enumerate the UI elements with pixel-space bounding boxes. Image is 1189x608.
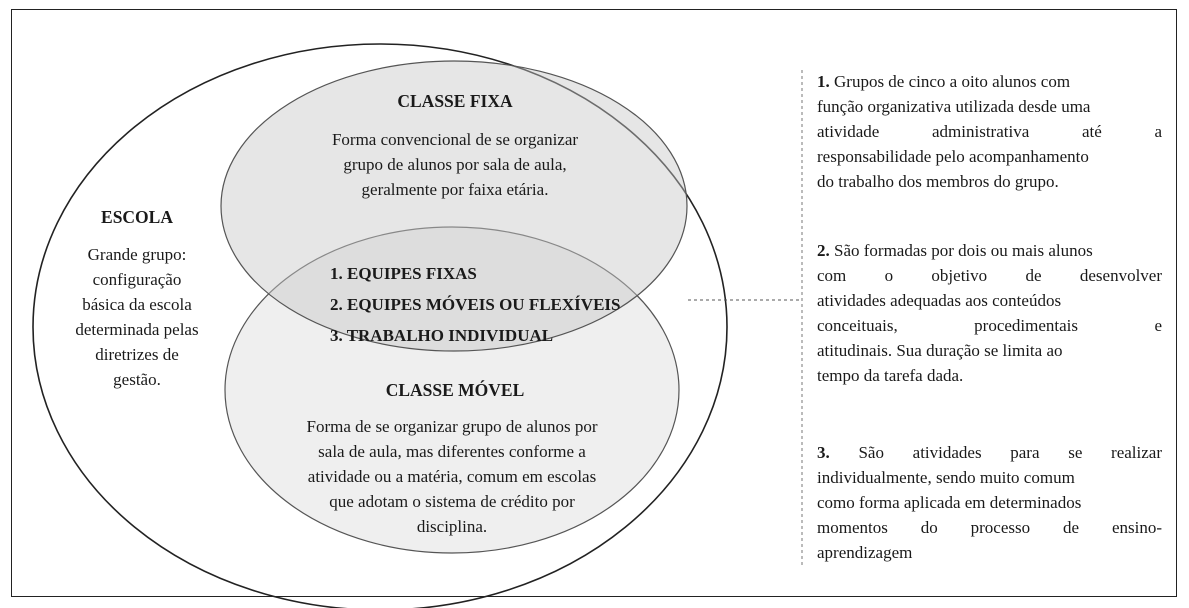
note-line: 3. São atividades para se realizar — [817, 440, 1162, 465]
note-line: conceituais, procedimentais e — [817, 316, 1162, 335]
note-number: 3. — [817, 443, 830, 462]
note-number: 1. — [817, 72, 830, 91]
classe-fixa-line: grupo de alunos por sala de aula, — [343, 155, 567, 174]
note-line: momentos do processo de ensino- — [817, 518, 1162, 537]
escola-line: gestão. — [113, 370, 161, 389]
note-line: função organizativa utilizada desde uma — [817, 97, 1091, 116]
note-line: 2. São formadas por dois ou mais alunos — [817, 238, 1162, 263]
classe-movel-line: que adotam o sistema de crédito por — [329, 492, 575, 511]
escola-line: Grande grupo: — [87, 245, 187, 264]
escola-line: configuração — [92, 270, 182, 289]
escola-line: determinada pelas — [75, 320, 199, 339]
note-text: Grupos de cinco a oito alunos com — [834, 72, 1071, 91]
classe-movel-line: atividade ou a matéria, comum em escolas — [307, 467, 597, 486]
escola-line: básica da escola — [82, 295, 192, 314]
classe-fixa-title: CLASSE FIXA — [397, 91, 513, 111]
note-text: São formadas por dois ou mais alunos — [834, 241, 1093, 260]
classe-fixa-line: Forma convencional de se organizar — [331, 130, 579, 149]
note-line: atividades adequadas aos conteúdos — [817, 291, 1062, 310]
classe-movel-line: sala de aula, mas diferentes conforme a — [318, 442, 586, 461]
overlap-item-trabalho-individual: 3. TRABALHO INDIVIDUAL — [330, 326, 554, 345]
escola-description: Grande grupo: configuração básica da esc… — [52, 242, 222, 392]
escola-line: diretrizes de — [95, 345, 179, 364]
note-number: 2. — [817, 241, 830, 260]
note-line: aprendizagem — [817, 543, 913, 562]
diagram-frame — [11, 9, 1177, 597]
classe-fixa-ellipse — [220, 60, 688, 352]
note-line: tempo da tarefa dada. — [817, 366, 964, 385]
note-line: individualmente, sendo muito comum — [817, 468, 1075, 487]
overlap-item-equipes-fixas: 1. EQUIPES FIXAS — [330, 264, 477, 283]
overlap-item-equipes-moveis: 2. EQUIPES MÓVEIS OU FLEXÍVEIS — [330, 295, 621, 314]
note-line: do trabalho dos membros do grupo. — [817, 172, 1059, 191]
escola-title: ESCOLA — [101, 207, 173, 227]
classe-movel-line: Forma de se organizar grupo de alunos po… — [306, 417, 598, 436]
note-2: 2. São formadas por dois ou mais alunos … — [817, 238, 1162, 388]
note-line: com o objetivo de desenvolver — [817, 266, 1162, 285]
classe-movel-description: Forma de se organizar grupo de alunos po… — [272, 414, 632, 539]
escola-ellipse — [32, 43, 728, 608]
classe-fixa-description: Forma convencional de se organizar grupo… — [290, 127, 620, 202]
note-text: São atividades para se realizar — [858, 443, 1163, 462]
note-line: responsabilidade pelo acompanhamento — [817, 147, 1089, 166]
classe-movel-title: CLASSE MÓVEL — [385, 380, 525, 400]
classe-movel-ellipse — [224, 226, 680, 554]
note-line: como forma aplicada em determinados — [817, 493, 1082, 512]
note-line: atividade administrativa até a — [817, 122, 1162, 141]
overlap-list: 1. EQUIPES FIXAS 2. EQUIPES MÓVEIS OU FL… — [330, 258, 690, 351]
classe-movel-line: disciplina. — [416, 517, 488, 536]
classe-fixa-line: geralmente por faixa etária. — [361, 180, 549, 199]
note-3: 3. São atividades para se realizar indiv… — [817, 440, 1162, 565]
note-line: 1. Grupos de cinco a oito alunos com — [817, 69, 1162, 94]
note-1: 1. Grupos de cinco a oito alunos com fun… — [817, 69, 1162, 194]
note-line: atitudinais. Sua duração se limita ao — [817, 341, 1063, 360]
